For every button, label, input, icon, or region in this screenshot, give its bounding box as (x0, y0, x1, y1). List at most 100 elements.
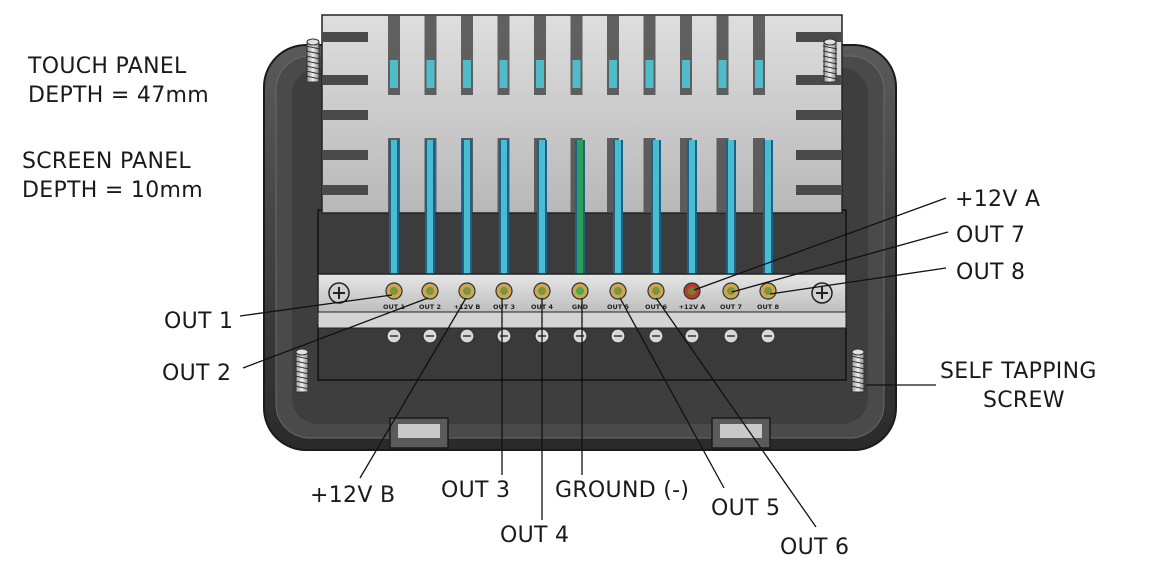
screw-thread (822, 50, 838, 55)
screw-thread (850, 385, 866, 390)
terminal-wire-end (688, 287, 696, 295)
screw-thread (305, 50, 321, 55)
terminal-label: OUT 8 (757, 303, 780, 311)
terminal-wire-end (576, 287, 584, 295)
leader-v12b (359, 297, 467, 479)
touch-panel-depth: DEPTH = 47mm (28, 83, 209, 108)
screw-tip (295, 348, 309, 356)
wire-core (653, 140, 659, 290)
screw-thread (294, 365, 310, 370)
screw-thread (850, 370, 866, 375)
wire-core (464, 140, 470, 290)
screw-tip (823, 38, 837, 46)
screw-thread (294, 355, 310, 360)
leader-out5 (619, 297, 725, 489)
callout-out4: OUT 4 (500, 523, 569, 548)
terminal-label: +12V B (454, 303, 481, 311)
terminal-wire-end (614, 287, 622, 295)
screw-thread (305, 55, 321, 60)
screw-thread (850, 380, 866, 385)
depth-notes: TOUCH PANEL DEPTH = 47mm SCREEN PANEL DE… (22, 54, 209, 203)
screw-tip (851, 348, 865, 356)
side-slot-right (796, 110, 842, 120)
screw-thread (850, 360, 866, 365)
side-slot-left (322, 150, 368, 160)
touch-panel-title: TOUCH PANEL (27, 54, 187, 79)
wire-core (577, 140, 583, 290)
terminal-label: OUT 5 (607, 303, 630, 311)
terminal-label: OUT 6 (645, 303, 668, 311)
callout-labels: OUT 1 OUT 2 +12V B OUT 3 OUT 4 GROUND (-… (162, 187, 1096, 560)
fin-slot-glow (463, 60, 471, 88)
callout-out1: OUT 1 (164, 309, 233, 334)
wires (389, 140, 773, 290)
leader-out8 (769, 267, 947, 295)
self-tapping-screw (305, 38, 321, 83)
callout-out3: OUT 3 (441, 478, 510, 503)
leader-out1 (239, 294, 393, 317)
terminal-wire-end (463, 287, 471, 295)
fin-slot-glow (572, 60, 581, 88)
terminal-wire-end (764, 287, 772, 295)
screw-thread (294, 380, 310, 385)
terminal-label: OUT 7 (720, 303, 742, 311)
leader-out2 (242, 297, 429, 369)
callout-screw-line2: SCREW (983, 388, 1065, 413)
terminal-wire-end (426, 287, 434, 295)
wire-core (615, 140, 621, 290)
callout-out2: OUT 2 (162, 361, 231, 386)
terminal-wire-end (390, 287, 398, 295)
mount-screw-right (811, 282, 833, 304)
callout-ground: GROUND (-) (555, 478, 689, 503)
fin-slot-glow (755, 60, 763, 88)
self-tapping-screw (294, 348, 310, 393)
callout-out6: OUT 6 (780, 535, 849, 560)
fin-slot-glow (499, 60, 508, 88)
screw-thread (850, 365, 866, 370)
screw-thread (305, 75, 321, 80)
fin-slot-glow (426, 60, 435, 88)
screen-panel-title: SCREEN PANEL (22, 149, 191, 174)
terminal-wire-end (500, 287, 508, 295)
self-tapping-screws (294, 38, 866, 393)
wire-core (689, 140, 695, 290)
callout-out7: OUT 7 (956, 223, 1025, 248)
terminal-label: OUT 2 (419, 303, 441, 311)
terminal-wire-end (727, 287, 735, 295)
heatsink-side-slots (322, 32, 842, 195)
terminals (385, 282, 777, 300)
fin-slot-lower (716, 138, 729, 213)
screw-thread (850, 355, 866, 360)
wire-core (539, 140, 545, 290)
side-slot-left (322, 75, 368, 85)
screw-thread (305, 60, 321, 65)
wire-core (765, 140, 771, 290)
wire-core (391, 140, 397, 290)
side-slot-right (796, 185, 842, 195)
self-tapping-screw (850, 348, 866, 393)
bottom-clips (389, 417, 771, 449)
screw-tip (306, 38, 320, 46)
wire-core (501, 140, 507, 290)
screw-thread (305, 45, 321, 50)
mount-screw-left (328, 282, 350, 304)
screw-thread (294, 385, 310, 390)
callout-out8: OUT 8 (956, 260, 1025, 285)
fin-slot-glow (536, 60, 544, 88)
terminal-label: OUT 3 (493, 303, 515, 311)
leader-v12a (693, 197, 947, 291)
screw-thread (850, 375, 866, 380)
terminal-wire-end (652, 287, 660, 295)
screen-panel-depth: DEPTH = 10mm (22, 178, 203, 203)
fin-slot-glow (609, 60, 617, 88)
terminal-label: +12V A (679, 303, 706, 311)
screw-thread (822, 60, 838, 65)
screw-thread (305, 65, 321, 70)
side-slot-left (322, 110, 368, 120)
screw-thread (294, 375, 310, 380)
screw-thread (294, 360, 310, 365)
terminal-label: OUT 1 (383, 303, 406, 311)
callout-out5: OUT 5 (711, 496, 780, 521)
screw-thread (822, 45, 838, 50)
